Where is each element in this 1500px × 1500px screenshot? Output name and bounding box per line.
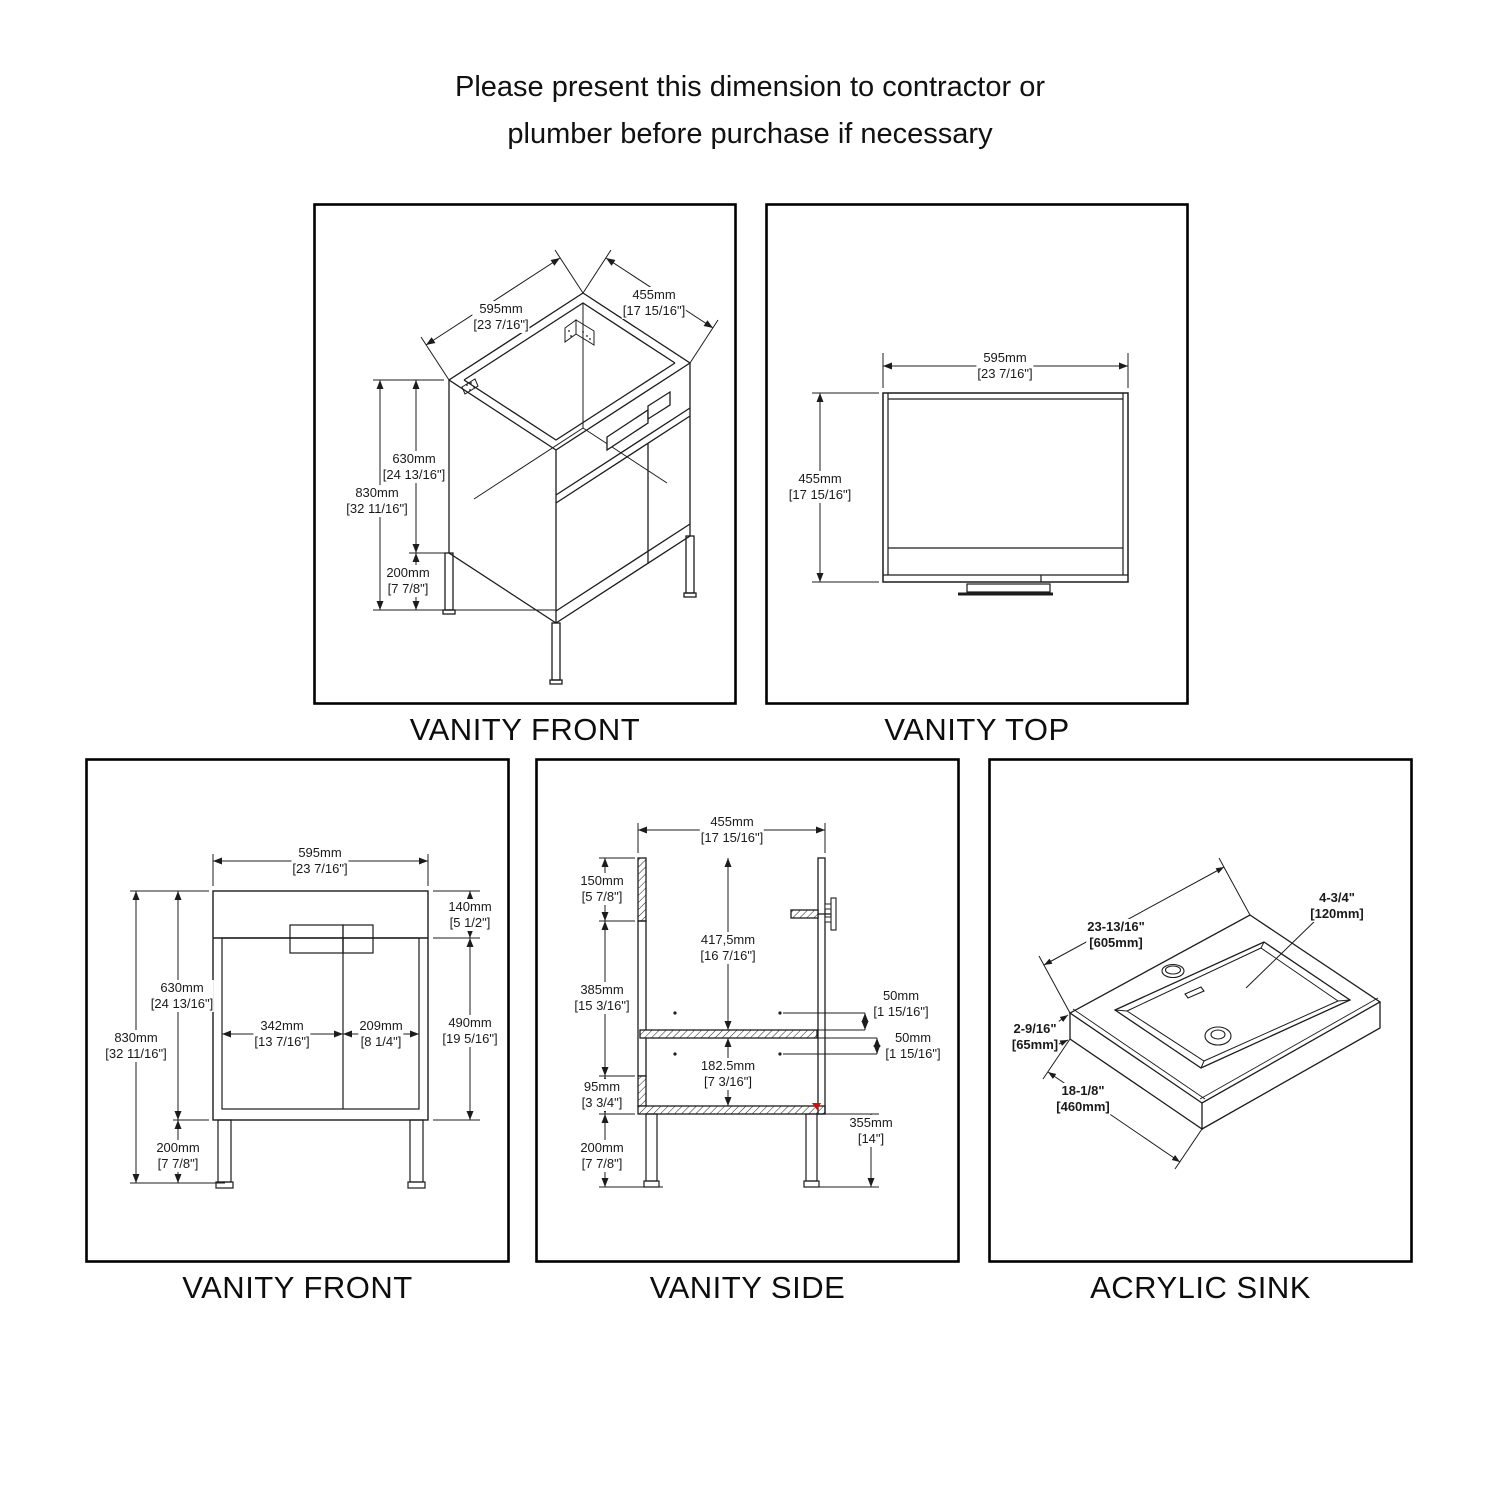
dim-overall-height: 830mm[32 11/16"] — [104, 1030, 168, 1062]
dim-width: 595mm[23 7/16"] — [472, 301, 530, 333]
dim-lower-interior: 182.5mm[7 3/16"] — [699, 1058, 757, 1090]
header-note: Please present this dimension to contrac… — [0, 64, 1500, 158]
acrylic-sink-drawing — [988, 758, 1413, 1263]
dim-depth: 455mm[17 15/16"] — [787, 471, 853, 503]
panel-vanity-top: 595mm[23 7/16"] 455mm[17 15/16"] — [765, 203, 1189, 705]
dim-width: 595mm[23 7/16"] — [291, 845, 349, 877]
dim-depth: 455mm[17 15/16"] — [699, 814, 765, 846]
dim-right-door: 209mm[8 1/4"] — [358, 1018, 404, 1050]
dim-floor-to-bottom: 355mm[14"] — [848, 1115, 894, 1147]
vanity-front-drawing — [85, 758, 510, 1263]
label-vanity-front-3d: VANITY FRONT — [409, 712, 641, 747]
dim-leg-height: 200mm[7 7/8"] — [385, 565, 431, 597]
dim-hole-offset-upper: 50mm[1 15/16"] — [872, 988, 930, 1020]
label-acrylic-sink: ACRYLIC SINK — [1090, 1270, 1311, 1305]
red-marker — [812, 1103, 821, 1110]
header-line1: Please present this dimension to contrac… — [455, 71, 1045, 103]
dim-depth: 455mm[17 15/16"] — [621, 287, 687, 319]
panel-vanity-front-3d: 595mm[23 7/16"] 455mm[17 15/16"] 630mm[2… — [313, 203, 737, 705]
dim-top-rail: 140mm[5 1/2"] — [447, 899, 493, 931]
panel-vanity-side: 455mm[17 15/16"] 150mm[5 7/8"] 385mm[15 … — [535, 758, 960, 1263]
dim-width: 595mm[23 7/16"] — [976, 350, 1034, 382]
panel-acrylic-sink: 23-13/16"[605mm] 4-3/4"[120mm] 2-9/16"[6… — [988, 758, 1413, 1263]
dim-width: 23-13/16"[605mm] — [1086, 919, 1146, 951]
vanity-side-drawing — [535, 758, 960, 1263]
label-vanity-front: VANITY FRONT — [182, 1270, 413, 1305]
panel-vanity-front: 595mm[23 7/16"] 140mm[5 1/2"] 490mm[19 5… — [85, 758, 510, 1263]
dim-door-height: 490mm[19 5/16"] — [441, 1015, 499, 1047]
dim-hole-offset-lower: 50mm[1 15/16"] — [884, 1030, 942, 1062]
dim-body-height: 630mm[24 13/16"] — [381, 451, 447, 483]
dim-left-door: 342mm[13 7/16"] — [253, 1018, 311, 1050]
label-vanity-top: VANITY TOP — [884, 712, 1070, 747]
dim-middle-section: 385mm[15 3/16"] — [573, 982, 631, 1014]
dim-leg-height: 200mm[7 7/8"] — [579, 1140, 625, 1172]
dim-body-height: 630mm[24 13/16"] — [149, 980, 215, 1012]
dim-upper-interior: 417,5mm[16 7/16"] — [699, 932, 757, 964]
dim-depth: 18-1/8"[460mm] — [1055, 1083, 1111, 1115]
dim-top-section: 150mm[5 7/8"] — [579, 873, 625, 905]
header-line2: plumber before purchase if necessary — [507, 118, 993, 150]
vanity-front-3d-drawing — [313, 203, 737, 705]
label-vanity-side: VANITY SIDE — [649, 1270, 846, 1305]
dim-faucet-hole: 4-3/4"[120mm] — [1309, 890, 1365, 922]
dim-leg-height: 200mm[7 7/8"] — [155, 1140, 201, 1172]
dim-thickness: 2-9/16"[65mm] — [1010, 1021, 1060, 1053]
dim-overall-height: 830mm[32 11/16"] — [345, 485, 409, 517]
dim-bottom-section: 95mm[3 3/4"] — [580, 1079, 624, 1111]
vanity-top-drawing — [765, 203, 1189, 705]
